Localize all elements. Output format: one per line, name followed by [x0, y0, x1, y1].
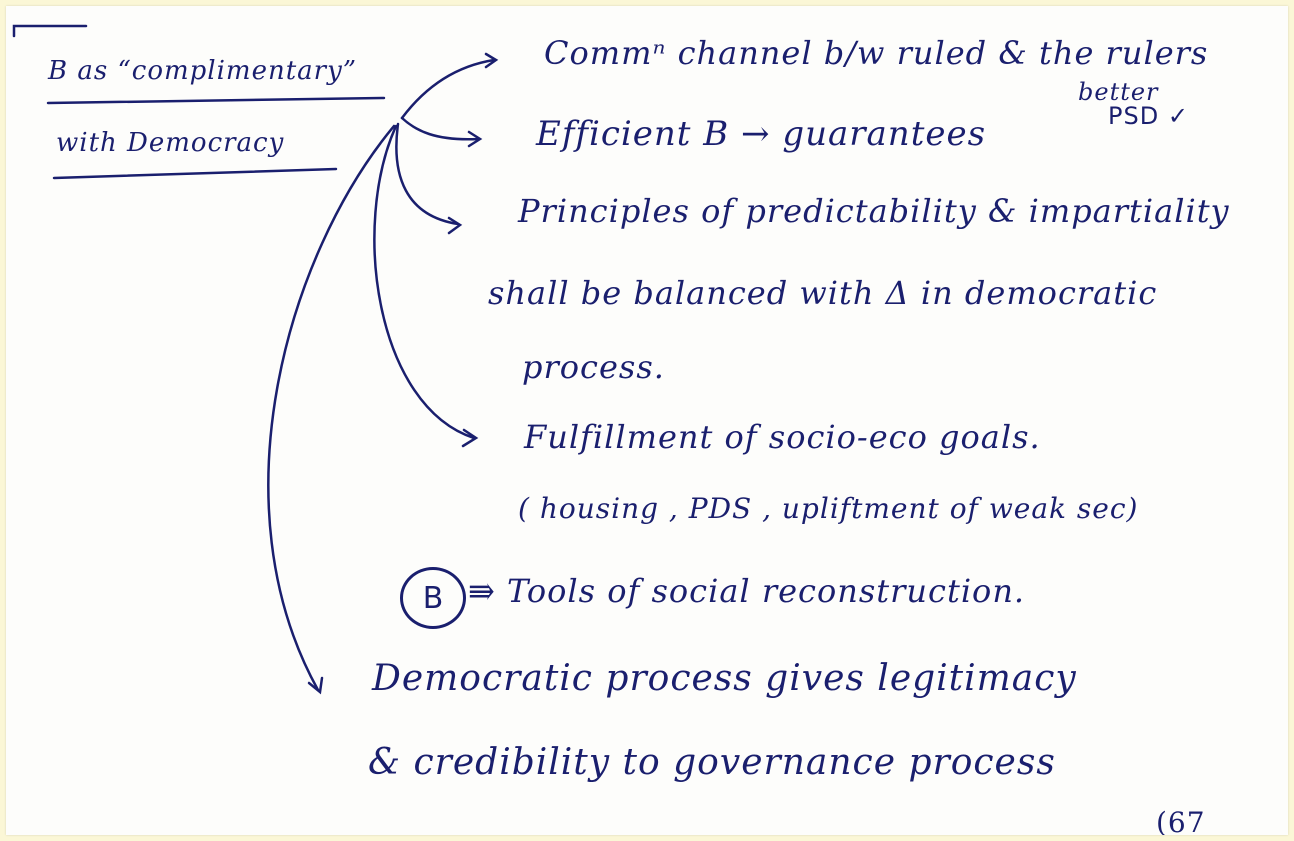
arrow-to-fulfillment: [373, 124, 476, 440]
arrow-to-democratic: [267, 124, 396, 692]
fulfillment-text: Fulfillment of socio-eco goals.: [524, 418, 1041, 456]
arrow-to-efficient-b: [400, 116, 480, 141]
circled-b: B: [400, 567, 466, 629]
annotation-lines: [12, 24, 499, 695]
notebook-page: B as “complimentary” with Democracy Comm…: [6, 6, 1288, 835]
principles-text: Principles of predictability & impartial…: [518, 192, 1230, 230]
efficient-b-text: Efficient B → guarantees: [536, 114, 987, 154]
balanced-text: shall be balanced with Δ in democratic: [488, 274, 1158, 312]
tools-text: ⇛ Tools of social reconstruction.: [468, 572, 1026, 610]
arrow-to-principles: [395, 122, 460, 226]
process-text: process.: [522, 348, 665, 386]
heading-underline-2: [52, 167, 338, 180]
psd-text: PSD ✓: [1108, 102, 1189, 130]
heading-underline-1: [46, 96, 386, 105]
heading-line-1: B as “complimentary”: [48, 56, 358, 86]
credibility-text: & credibility to governance process: [368, 742, 1056, 783]
page-corner-mark: [12, 24, 88, 38]
comm-channel-text: Commⁿ channel b/w ruled & the rulers: [544, 34, 1209, 72]
housing-text: ( housing , PDS , upliftment of weak sec…: [518, 492, 1139, 525]
better-text: better: [1078, 78, 1159, 106]
democratic-text: Democratic process gives legitimacy: [372, 658, 1077, 699]
arrow-to-comm-channel: [400, 58, 496, 120]
page-number: (67: [1156, 806, 1206, 835]
heading-line-2: with Democracy: [56, 128, 285, 158]
